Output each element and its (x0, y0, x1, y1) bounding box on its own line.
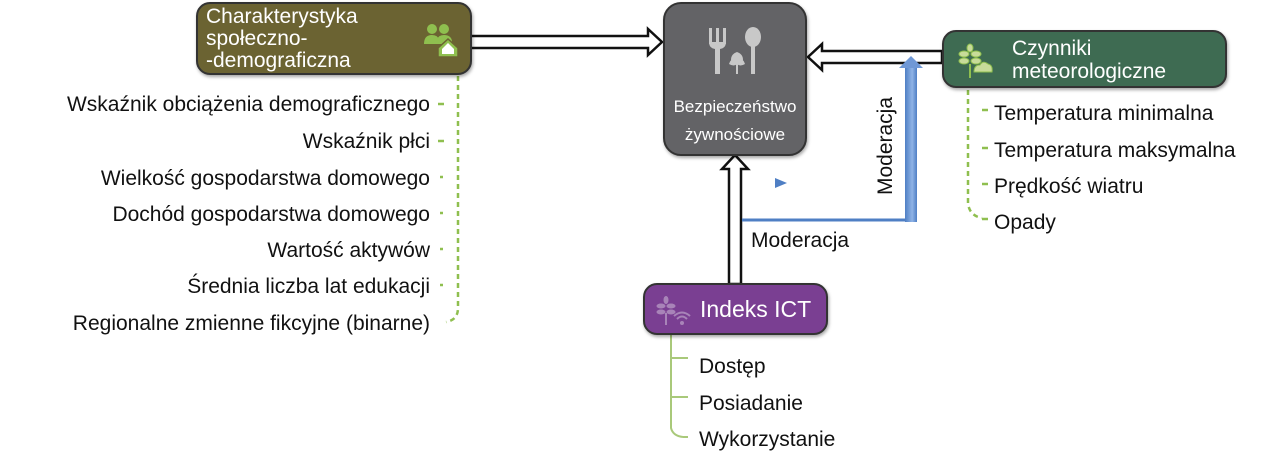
node-socio-demographic[interactable]: Charakterystyka społeczno- -demograficzn… (196, 2, 472, 75)
socio-item: Wskaźnik płci (302, 130, 430, 153)
meteo-item: Opady (994, 211, 1056, 234)
socio-item: Średnia liczba lat edukacji (187, 275, 430, 298)
socio-item: Wartość aktywów (267, 239, 430, 262)
node-title-line: żywnościowe (684, 125, 786, 144)
ict-tree-lines (670, 335, 688, 438)
ict-item: Posiadanie (699, 392, 803, 415)
node-food-security[interactable]: Bezpieczeństwo żywnościowe (663, 2, 807, 156)
arrow-meteo-to-food (806, 41, 944, 73)
meteo-item: Temperatura maksymalna (994, 139, 1236, 162)
node-meteorological[interactable]: Czynniki meteorologiczne (942, 30, 1227, 88)
socio-item: Wskaźnik obciążenia demograficznego (66, 93, 430, 116)
ict-item: Dostęp (699, 355, 766, 378)
moderation-label-vertical: Moderacja (874, 96, 897, 196)
node-title-line: Charakterystyka (206, 5, 358, 28)
socio-item: Dochód gospodarstwa domowego (112, 203, 430, 226)
ict-item: Wykorzystanie (699, 428, 836, 451)
node-title-line: -demograficzna (206, 49, 351, 72)
small-triangle-marker (775, 178, 787, 188)
node-title-line: meteorologiczne (1012, 60, 1167, 83)
meteo-item: Temperatura minimalna (994, 102, 1214, 125)
moderation-label-horizontal: Moderacja (751, 229, 850, 252)
socio-tree-lines (438, 76, 460, 324)
socio-item: Wielkość gospodarstwa domowego (100, 167, 430, 190)
meteo-item: Prędkość wiatru (994, 175, 1144, 198)
arrow-ict-to-food (719, 153, 751, 286)
node-title-line: Czynniki (1012, 37, 1092, 60)
meteo-tree-lines (966, 90, 988, 221)
fork-spoon-plant-icon (709, 27, 761, 74)
socio-item: Regionalne zmienne fikcyjne (binarne) (72, 312, 430, 335)
wheat-cloud-icon (958, 43, 993, 78)
wheat-wifi-icon (656, 296, 691, 325)
node-title-line: społeczno- (206, 27, 308, 50)
arrow-socio-to-food (466, 26, 664, 58)
people-home-icon (424, 24, 459, 58)
node-title-line: Indeks ICT (700, 296, 812, 322)
node-title-line: Bezpieczeństwo (673, 97, 797, 116)
node-ict-index[interactable]: Indeks ICT (643, 283, 828, 335)
moderation-arrow (742, 56, 923, 222)
